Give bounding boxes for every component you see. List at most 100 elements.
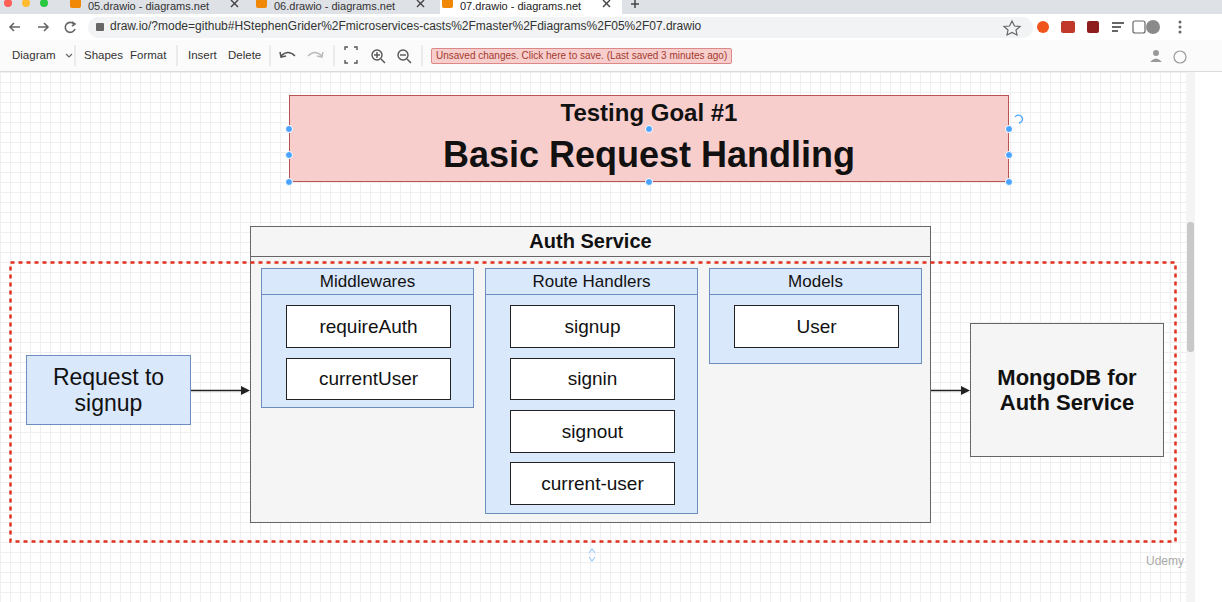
flow-arrow: [931, 386, 970, 395]
language-icon: [1174, 51, 1186, 63]
tab-title: 06.drawio - diagrams.net: [274, 0, 395, 13]
component-box: signup: [510, 305, 675, 348]
box-label: signup: [565, 316, 621, 338]
box-content: current-user: [511, 463, 674, 504]
tab-favicon: [442, 0, 453, 8]
save-status: Unsaved changes. Click here to save. (La…: [431, 48, 732, 64]
arrow-head: [241, 386, 250, 395]
active-tab: [440, 0, 622, 14]
menu-button: Delete: [228, 49, 261, 62]
box-content: signup: [511, 306, 674, 347]
container-title: Middlewares: [320, 272, 415, 292]
profile-icon: [1146, 20, 1160, 34]
banner-kicker: Testing Goal #1: [561, 99, 738, 127]
extension-icon: [1112, 22, 1124, 24]
undo-redo-icons: [280, 52, 323, 57]
selection-handles: [286, 126, 1013, 186]
component-box: current-user: [510, 462, 675, 505]
box-label: Request to signup: [35, 364, 182, 417]
rotate-handle: [1015, 115, 1022, 123]
container-header: Middlewares: [262, 269, 473, 295]
menu-dots: [1179, 21, 1182, 34]
selection-rectangle: [11, 263, 1176, 542]
menu-button: Format: [130, 49, 166, 62]
watermark: Udemy: [1146, 555, 1184, 569]
new-tab: [631, 0, 639, 8]
tab-title: 07.drawio - diagrams.net: [460, 0, 581, 13]
banner-body: Basic Request Handling: [290, 129, 1008, 181]
zoom-icons: [345, 47, 411, 63]
flow-arrow: [191, 386, 250, 395]
toolbar-border: [0, 71, 1222, 72]
menu-button: Shapes: [84, 49, 123, 62]
toolbar-divider: [75, 45, 422, 66]
tab-favicon: [70, 0, 81, 8]
nav-icons: [10, 22, 75, 32]
layer-panel: ModelsUser: [709, 268, 922, 364]
menu-button: Diagram: [12, 49, 55, 62]
editor-toolbar: [0, 40, 1222, 72]
tab-favicon: [256, 0, 267, 8]
box-label: User: [796, 316, 836, 338]
scrollbar-track: [1186, 72, 1195, 602]
extension-icon: [1037, 21, 1049, 33]
extension-icon: [1112, 26, 1121, 28]
layer-panel: Middlewares requireAuth currentUser: [261, 268, 474, 408]
window-button: [22, 0, 30, 7]
box-label: signout: [562, 421, 623, 443]
goal-banner: Testing Goal #1 Basic Request Handling: [289, 95, 1009, 182]
container-header: Route Handlers: [486, 269, 697, 295]
box-content: Request to signup: [27, 356, 190, 424]
request-box: Request to signup: [26, 355, 191, 425]
component-box: currentUser: [286, 358, 451, 400]
menu-button: Insert: [188, 49, 217, 62]
toolbar-bg: [0, 14, 1222, 40]
bookmark-star: [1004, 21, 1020, 35]
tab-title: 05.drawio - diagrams.net: [88, 0, 209, 13]
database-box: MongoDB for Auth Service: [970, 323, 1164, 457]
extension-icon: [1061, 21, 1075, 33]
extension-icon: [1112, 30, 1118, 32]
extension-icon: [1087, 21, 1099, 33]
service-container: Auth ServiceMiddlewares requireAuth curren…: [250, 226, 931, 523]
box-label: currentUser: [319, 368, 418, 390]
container-header: Auth Service: [251, 227, 930, 257]
box-content: signin: [511, 359, 674, 399]
lock-icon: [96, 23, 104, 31]
box-content: User: [735, 306, 898, 347]
scrollbar-thumb: [1187, 222, 1194, 352]
container-title: Auth Service: [529, 230, 651, 253]
container-title: Models: [788, 272, 843, 292]
banner-header: Testing Goal #1: [290, 96, 1008, 129]
container-header: Models: [710, 269, 921, 295]
extension-icon: [1133, 21, 1145, 33]
layer-panel: Route Handlers signup signin signout current…: [485, 268, 698, 514]
box-content: signout: [511, 411, 674, 452]
window-button: [40, 0, 48, 7]
tab-strip: [0, 0, 1222, 14]
window-button: [4, 0, 12, 7]
arrow-head: [961, 386, 970, 395]
box-content: currentUser: [287, 359, 450, 399]
box-label: requireAuth: [319, 316, 417, 338]
url-text: draw.io/?mode=github#HStephenGrider%2Fmi…: [110, 20, 701, 34]
resize-arrow: [589, 549, 595, 561]
box-label: signin: [568, 368, 618, 390]
address-field: [88, 17, 1033, 38]
connector-line: [191, 390, 242, 392]
component-box: User: [734, 305, 899, 348]
component-box: signout: [510, 410, 675, 453]
banner-title: Basic Request Handling: [443, 134, 855, 176]
box-label: MongoDB for Auth Service: [979, 365, 1155, 416]
box-content: MongoDB for Auth Service: [971, 324, 1163, 456]
header-icons: [1150, 50, 1162, 62]
page-margin: [1195, 72, 1222, 602]
connector-line: [931, 390, 962, 392]
container-title: Route Handlers: [532, 272, 650, 292]
box-content: requireAuth: [287, 306, 450, 347]
component-box: requireAuth: [286, 305, 451, 348]
box-label: current-user: [541, 473, 643, 495]
component-box: signin: [510, 358, 675, 400]
